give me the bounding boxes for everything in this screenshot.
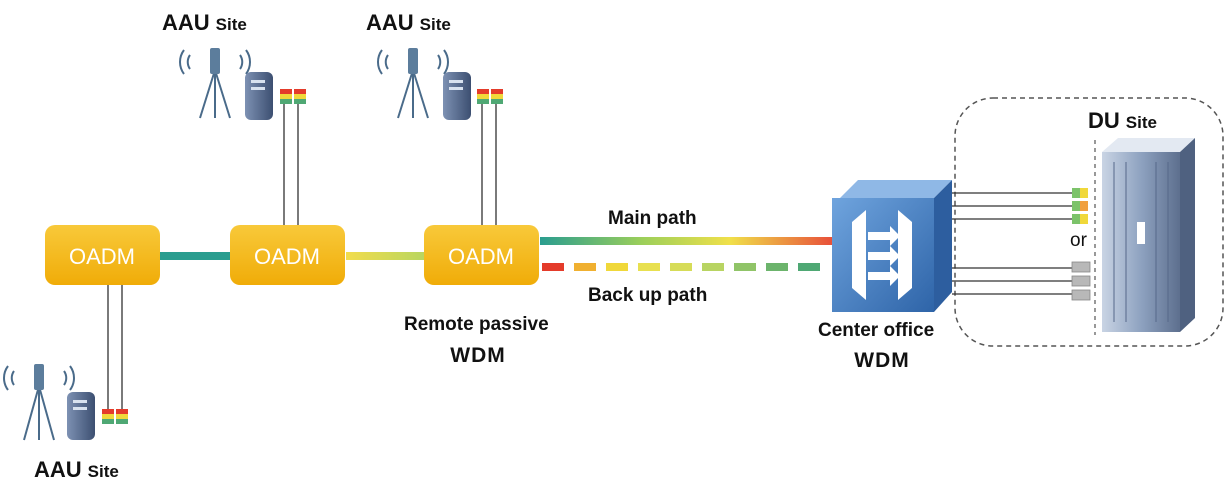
oadm-node-1: OADM — [45, 225, 160, 285]
center-wdm-icon — [832, 180, 952, 312]
oadm-label: OADM — [69, 244, 135, 269]
or-label: or — [1070, 230, 1088, 251]
backup-path-line — [542, 263, 820, 271]
link-oadm2-oadm3 — [346, 252, 424, 260]
connector-icon — [477, 89, 503, 104]
antenna-icon — [3, 365, 75, 441]
backup-path-label: Back up path — [588, 285, 707, 306]
du-site-boundary — [954, 97, 1224, 347]
center-wdm-label-line2: WDM — [854, 349, 909, 372]
du-fibers — [952, 192, 1072, 295]
main-path-label: Main path — [608, 208, 697, 229]
antenna-panel — [408, 48, 418, 74]
connector-icon — [102, 409, 128, 424]
oadm-label: OADM — [448, 244, 514, 269]
connector-icon — [280, 89, 306, 104]
oadm-node-2: OADM — [230, 225, 345, 285]
link-oadm1-oadm2 — [158, 252, 230, 260]
antenna-icon — [179, 49, 251, 119]
server-icon — [245, 72, 273, 120]
antenna-panel — [210, 48, 220, 74]
antenna-panel — [34, 364, 44, 390]
antenna-icon — [377, 49, 449, 119]
du-rack-icon — [1102, 138, 1195, 332]
remote-wdm-label-line2: WDM — [450, 344, 505, 367]
oadm-label: OADM — [254, 244, 320, 269]
server-icon — [443, 72, 471, 120]
center-wdm-label-line1: Center office — [818, 320, 934, 341]
colored-connector-icon — [1072, 188, 1088, 224]
grey-connector-icon — [1071, 261, 1091, 301]
remote-wdm-label-line1: Remote passive — [404, 314, 549, 335]
server-icon — [67, 392, 95, 440]
oadm-node-3: OADM — [424, 225, 539, 285]
main-path-line — [540, 237, 832, 245]
drop-fibers — [107, 100, 497, 415]
